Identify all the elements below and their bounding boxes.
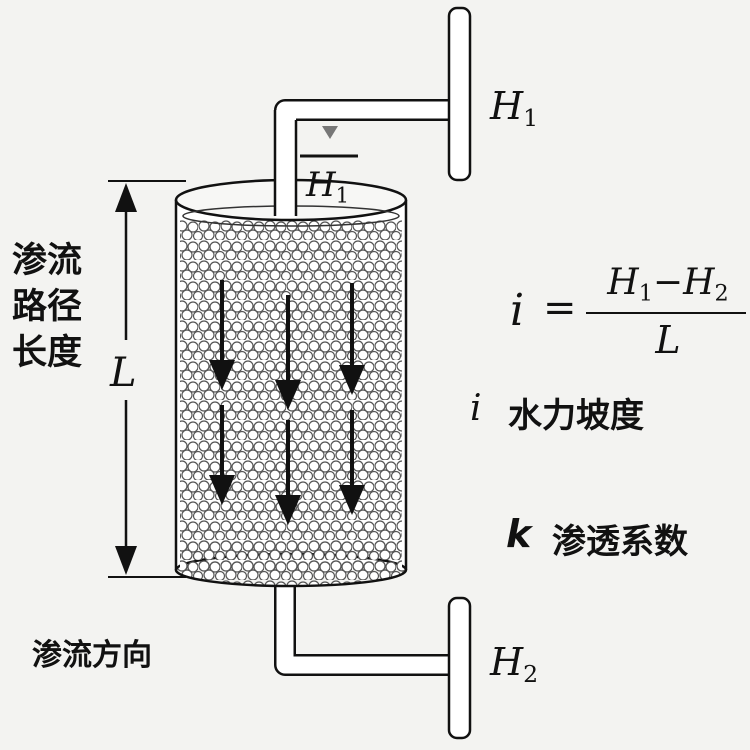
formula-denominator: L xyxy=(655,318,681,362)
seepage-path-length-label: 渗流路径长度 xyxy=(12,241,83,373)
flow-direction-label: 渗流方向 xyxy=(32,638,152,673)
formula-numerator: H1−H2 xyxy=(607,262,729,307)
legend-hydraulic-gradient-symbol: i xyxy=(470,388,482,429)
legend-permeability-text: 渗透系数 xyxy=(552,522,688,562)
flow-arrow xyxy=(339,283,365,515)
flow-arrow xyxy=(209,280,235,505)
legend-hydraulic-gradient-text: 水力坡度 xyxy=(508,396,644,436)
head-bottom-label: H2 xyxy=(490,640,539,689)
length-dimension xyxy=(108,180,186,578)
formula-equals: = xyxy=(543,285,577,331)
length-symbol: L xyxy=(110,350,137,396)
legend-permeability-symbol: k xyxy=(506,512,532,556)
bottom-pipe xyxy=(274,585,472,740)
water-level-marker xyxy=(322,126,338,139)
head-top-label: H1 xyxy=(490,84,539,133)
formula-fraction-bar xyxy=(586,312,746,314)
flow-arrows xyxy=(209,280,365,525)
formula-lhs: i xyxy=(510,285,525,336)
head-bar-label: H1 xyxy=(306,165,350,208)
flow-arrow xyxy=(275,295,301,525)
